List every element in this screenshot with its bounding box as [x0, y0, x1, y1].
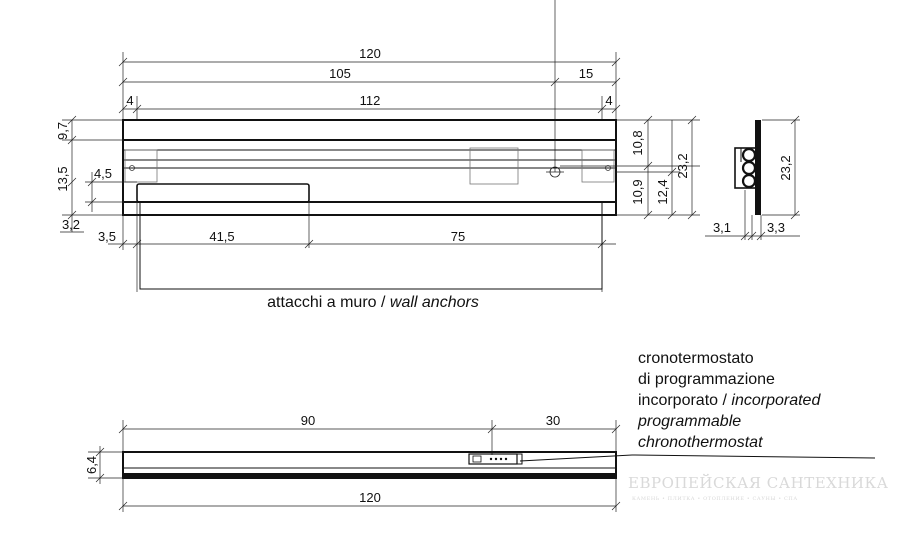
side-dim-height: 23,2: [778, 155, 793, 180]
watermark-subtitle: КАМЕНЬ • ПЛИТКА • ОТОПЛЕНИЕ • САУНЫ • СП…: [632, 496, 798, 502]
top-view: 120 105 15 4 112 4 3: [55, 0, 700, 311]
left-wall-bracket: [124, 149, 158, 183]
wall-anchor-label: attacchi a muro / wall anchors: [267, 294, 479, 311]
dim-bottom-gap: 3,2: [62, 217, 80, 232]
svg-text:di programmazione: di programmazione: [638, 371, 775, 388]
svg-text:chronothermostat: chronothermostat: [638, 434, 763, 451]
control-housing: [469, 147, 519, 185]
dim-right-part: 15: [579, 66, 593, 81]
dim-hole-height: 4,5: [94, 166, 112, 181]
chronothermostat-label: cronotermostato di programmazione incorp…: [637, 350, 821, 451]
bottom-dim-right-span: 30: [546, 413, 560, 428]
side-dim-right-depth: 3,3: [767, 220, 785, 235]
side-profile: [755, 120, 761, 215]
wall-anchor-rail: [136, 183, 310, 203]
dim-top-band: 9,7: [55, 122, 70, 140]
bottom-dim-overall-width: 120: [359, 490, 381, 505]
dim-anchor-from-bottom: 13,5: [55, 166, 70, 191]
bottom-dim-thickness: 6,4: [84, 456, 99, 474]
dim-overall-width: 120: [359, 46, 381, 61]
side-view: 23,2 3,1 3,3: [705, 115, 800, 241]
svg-text:cronotermostato: cronotermostato: [638, 350, 754, 367]
dim-right-upper: 10,8: [630, 130, 645, 155]
svg-text:incorporato / incorporated: incorporato / incorporated: [638, 392, 821, 409]
dim-inner-width: 112: [360, 93, 381, 108]
side-dim-left-depth: 3,1: [713, 220, 731, 235]
dim-right-mid: 12,4: [655, 179, 670, 204]
dim-first-span: 41,5: [209, 229, 234, 244]
dim-right-inset: 4: [605, 93, 612, 108]
chronothermostat-display: [468, 453, 518, 465]
watermark: ЕВРОПЕЙСКАЯ САНТЕХНИКА КАМЕНЬ • ПЛИТКА •…: [628, 473, 889, 502]
dim-second-span: 75: [451, 229, 465, 244]
dim-left-edge: 3,5: [98, 229, 116, 244]
dim-right-lower: 10,9: [630, 179, 645, 204]
bottom-view: 90 30 6,4 120 cronotermostato di program…: [84, 350, 876, 512]
bottom-dim-left-span: 90: [301, 413, 315, 428]
dim-right-height: 23,2: [675, 153, 690, 178]
dim-left-inset: 4: [126, 93, 133, 108]
watermark-title: ЕВРОПЕЙСКАЯ САНТЕХНИКА: [628, 473, 889, 492]
dim-left-part: 105: [329, 66, 351, 81]
svg-text:programmable: programmable: [637, 413, 741, 430]
